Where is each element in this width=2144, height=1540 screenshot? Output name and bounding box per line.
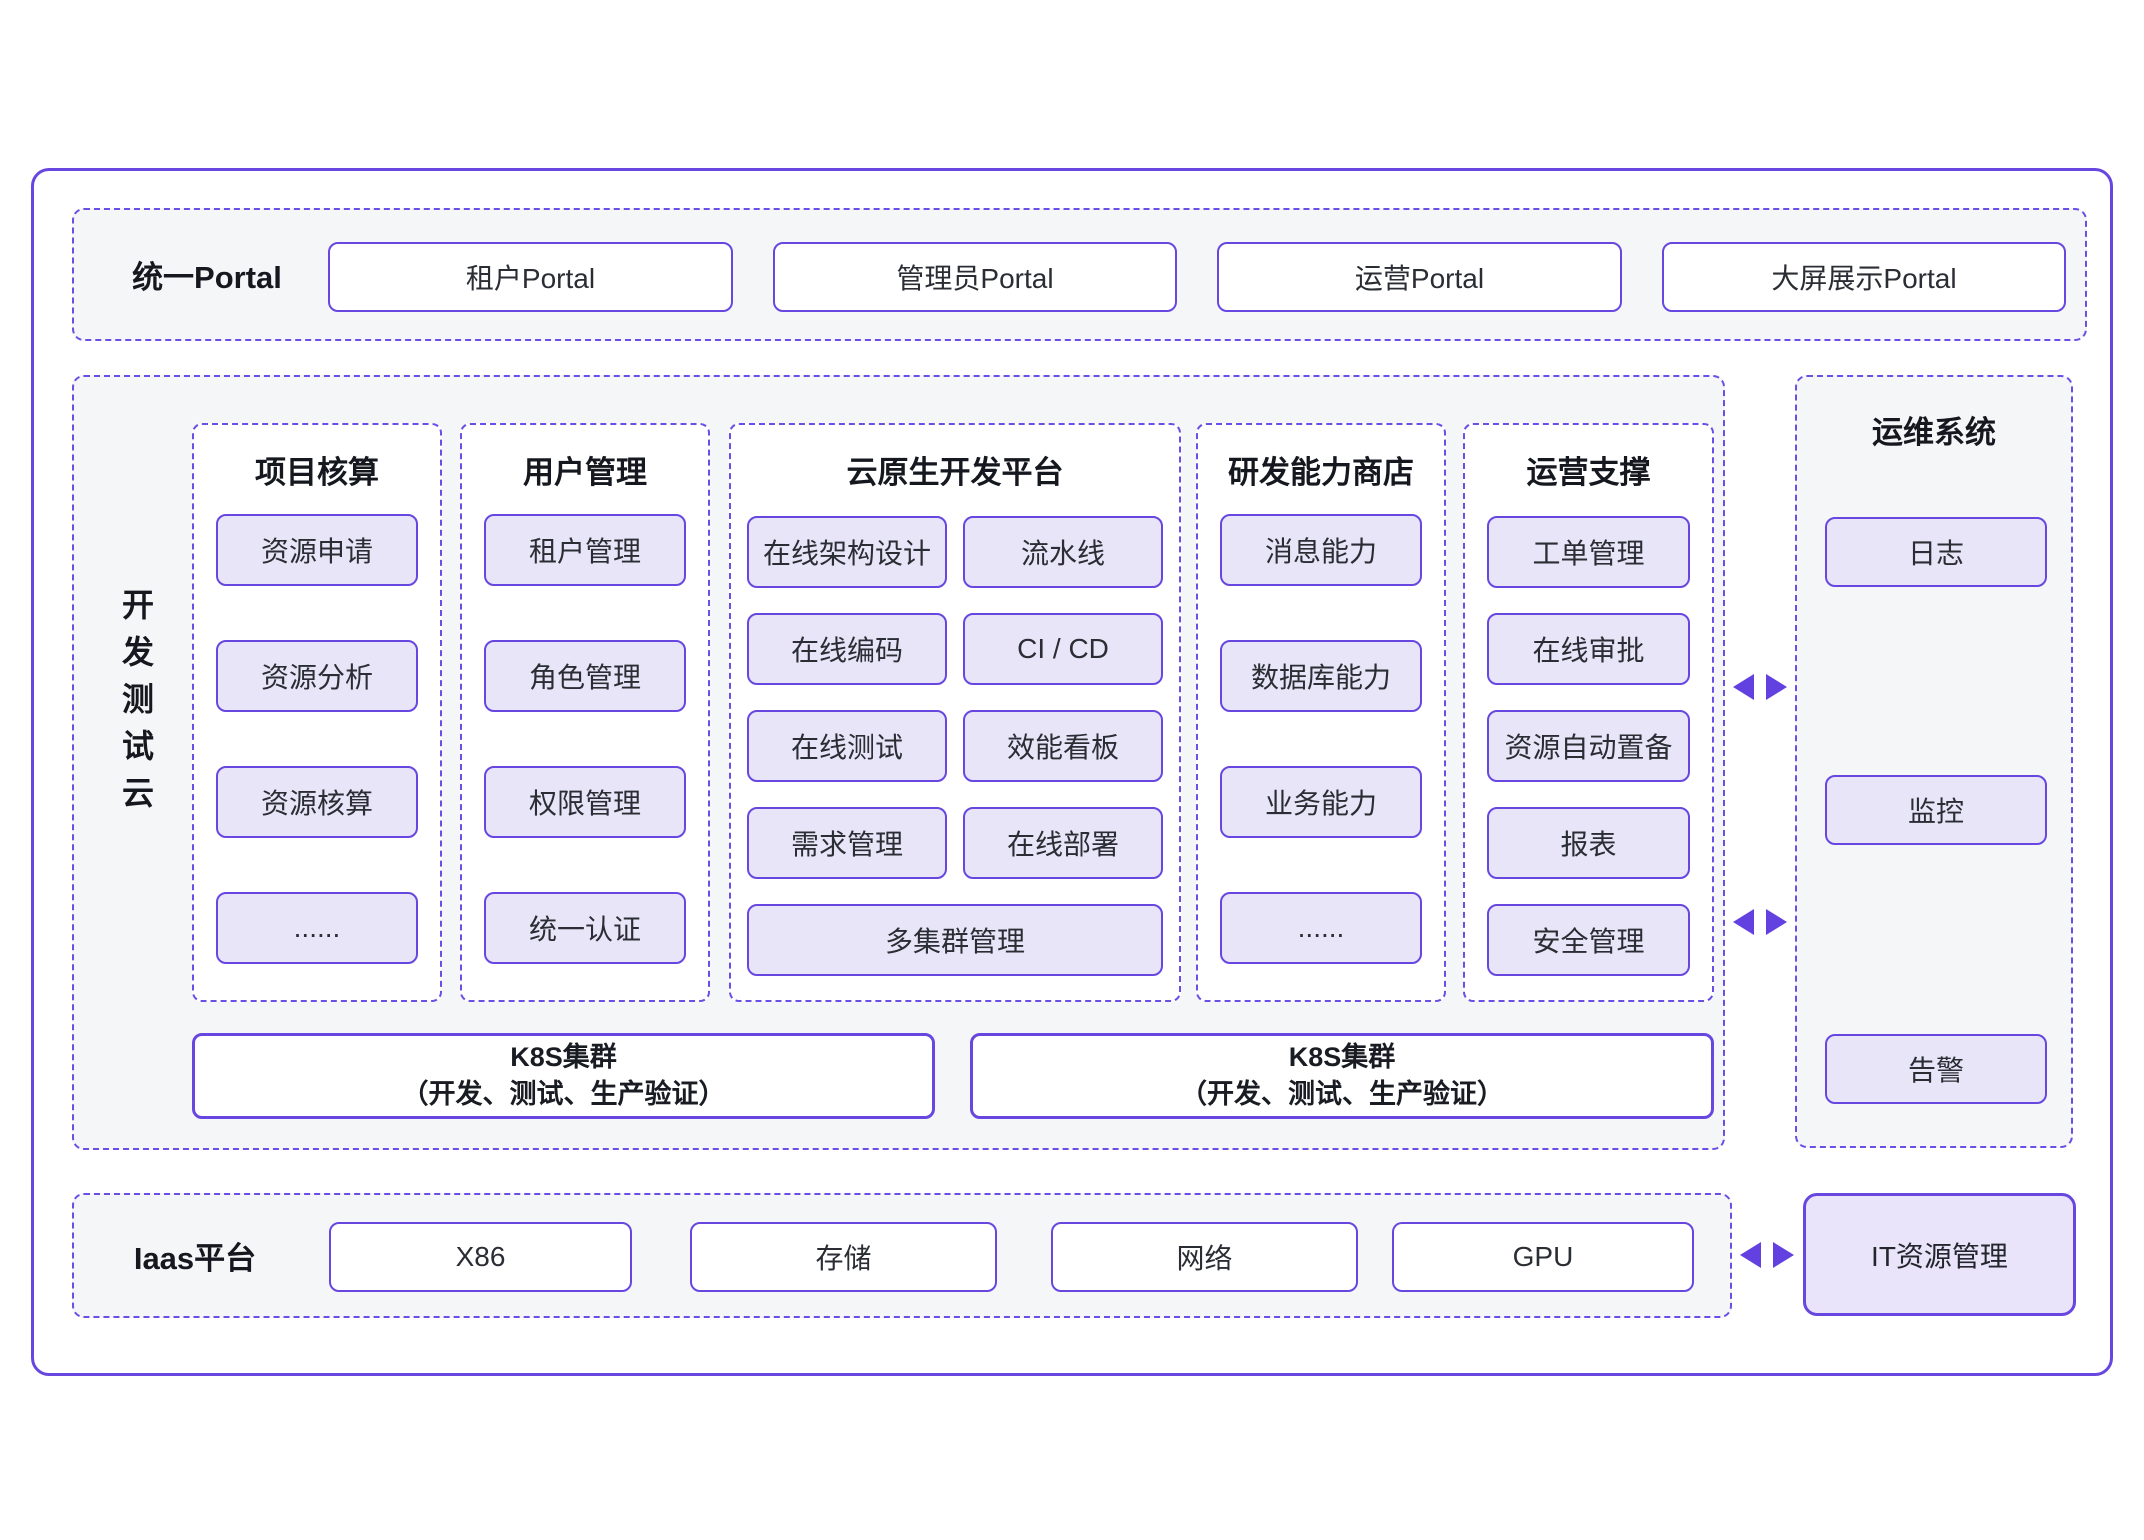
portal-section: 统一Portal 租户Portal 管理员Portal 运营Portal 大屏展… (72, 208, 2087, 341)
module-box: 资源自动置备 (1487, 710, 1690, 782)
k8s-cluster-box: K8S集群 （开发、测试、生产验证） (970, 1033, 1714, 1119)
module-box: 资源核算 (216, 766, 418, 838)
module-box: 资源分析 (216, 640, 418, 712)
column-project-accounting: 项目核算 资源申请 资源分析 资源核算 ...... (192, 423, 442, 1002)
vertical-label-char: 测 (121, 681, 154, 717)
column-user-management: 用户管理 租户管理 角色管理 权限管理 统一认证 (460, 423, 710, 1002)
module-box: 多集群管理 (747, 904, 1163, 976)
column-operation-support: 运营支撑 工单管理 在线审批 资源自动置备 报表 安全管理 (1463, 423, 1714, 1002)
module-box: 需求管理 (747, 807, 947, 879)
portal-item-bigscreen: 大屏展示Portal (1662, 242, 2066, 312)
module-box: 报表 (1487, 807, 1690, 879)
module-box: 安全管理 (1487, 904, 1690, 976)
bidirectional-arrow-icon (1740, 1242, 1794, 1268)
iaas-item-storage: 存储 (690, 1222, 997, 1292)
k8s-cluster-title: K8S集群 (510, 1042, 617, 1072)
iaas-item-network: 网络 (1051, 1222, 1358, 1292)
right-triangle-icon (1766, 909, 1787, 935)
dev-cloud-section: 开 发 测 试 云 项目核算 资源申请 资源分析 资源核算 ...... 用户管… (72, 375, 1725, 1150)
portal-section-label: 统一Portal (132, 260, 282, 295)
portal-item-operation: 运营Portal (1217, 242, 1622, 312)
module-box: 在线审批 (1487, 613, 1690, 685)
k8s-cluster-title: K8S集群 (1288, 1042, 1396, 1072)
column-title: 用户管理 (523, 455, 647, 490)
module-box: 在线测试 (747, 710, 947, 782)
module-box: 资源申请 (216, 514, 418, 586)
iaas-item-x86: X86 (329, 1222, 632, 1292)
right-triangle-icon (1766, 674, 1787, 700)
module-box: CI / CD (963, 613, 1163, 685)
k8s-cluster-subtitle: （开发、测试、生产验证） (401, 1079, 726, 1109)
column-rd-capability-store: 研发能力商店 消息能力 数据库能力 业务能力 ...... (1196, 423, 1446, 1002)
portal-item-tenant: 租户Portal (328, 242, 733, 312)
module-box: 工单管理 (1487, 516, 1690, 588)
module-box: 消息能力 (1220, 514, 1422, 586)
bidirectional-arrow-icon (1733, 909, 1787, 935)
module-box: 在线编码 (747, 613, 947, 685)
vertical-label-char: 发 (121, 634, 154, 670)
ops-system-title: 运维系统 (1872, 415, 1996, 450)
left-triangle-icon (1733, 674, 1754, 700)
dev-cloud-vertical-label: 开 发 测 试 云 (100, 582, 176, 817)
column-title: 云原生开发平台 (846, 455, 1064, 490)
k8s-cluster-subtitle: （开发、测试、生产验证） (1180, 1079, 1504, 1109)
column-title: 研发能力商店 (1228, 455, 1414, 490)
module-box: ...... (216, 892, 418, 964)
module-box: ...... (1220, 892, 1422, 964)
iaas-item-gpu: GPU (1392, 1222, 1694, 1292)
module-box: 在线架构设计 (747, 516, 947, 588)
iaas-section-label: Iaas平台 (133, 1241, 257, 1276)
left-triangle-icon (1740, 1242, 1761, 1268)
module-box: 效能看板 (963, 710, 1163, 782)
vertical-label-char: 开 (121, 587, 154, 623)
iaas-section: Iaas平台 X86 存储 网络 GPU (72, 1193, 1732, 1318)
vertical-label-char: 云 (121, 775, 154, 811)
ops-system-section: 运维系统 日志 监控 告警 (1795, 375, 2073, 1148)
right-triangle-icon (1773, 1242, 1794, 1268)
ops-item-monitor: 监控 (1825, 775, 2047, 845)
ops-item-log: 日志 (1825, 517, 2047, 587)
module-box: 统一认证 (484, 892, 686, 964)
module-box: 角色管理 (484, 640, 686, 712)
column-title: 运营支撑 (1526, 455, 1651, 490)
column-title: 项目核算 (255, 455, 379, 490)
module-box: 在线部署 (963, 807, 1163, 879)
left-triangle-icon (1733, 909, 1754, 935)
portal-item-admin: 管理员Portal (773, 242, 1177, 312)
module-box: 流水线 (963, 516, 1163, 588)
vertical-label-char: 试 (121, 728, 154, 764)
module-box: 数据库能力 (1220, 640, 1422, 712)
module-box: 业务能力 (1220, 766, 1422, 838)
column-cloud-native-platform: 云原生开发平台 在线架构设计 流水线 在线编码 CI / CD 在线测试 效能看… (729, 423, 1181, 1002)
k8s-cluster-box: K8S集群 （开发、测试、生产验证） (192, 1033, 935, 1119)
ops-item-alert: 告警 (1825, 1034, 2047, 1104)
bidirectional-arrow-icon (1733, 674, 1787, 700)
it-resource-box: IT资源管理 (1803, 1193, 2076, 1316)
module-box: 权限管理 (484, 766, 686, 838)
module-box: 租户管理 (484, 514, 686, 586)
